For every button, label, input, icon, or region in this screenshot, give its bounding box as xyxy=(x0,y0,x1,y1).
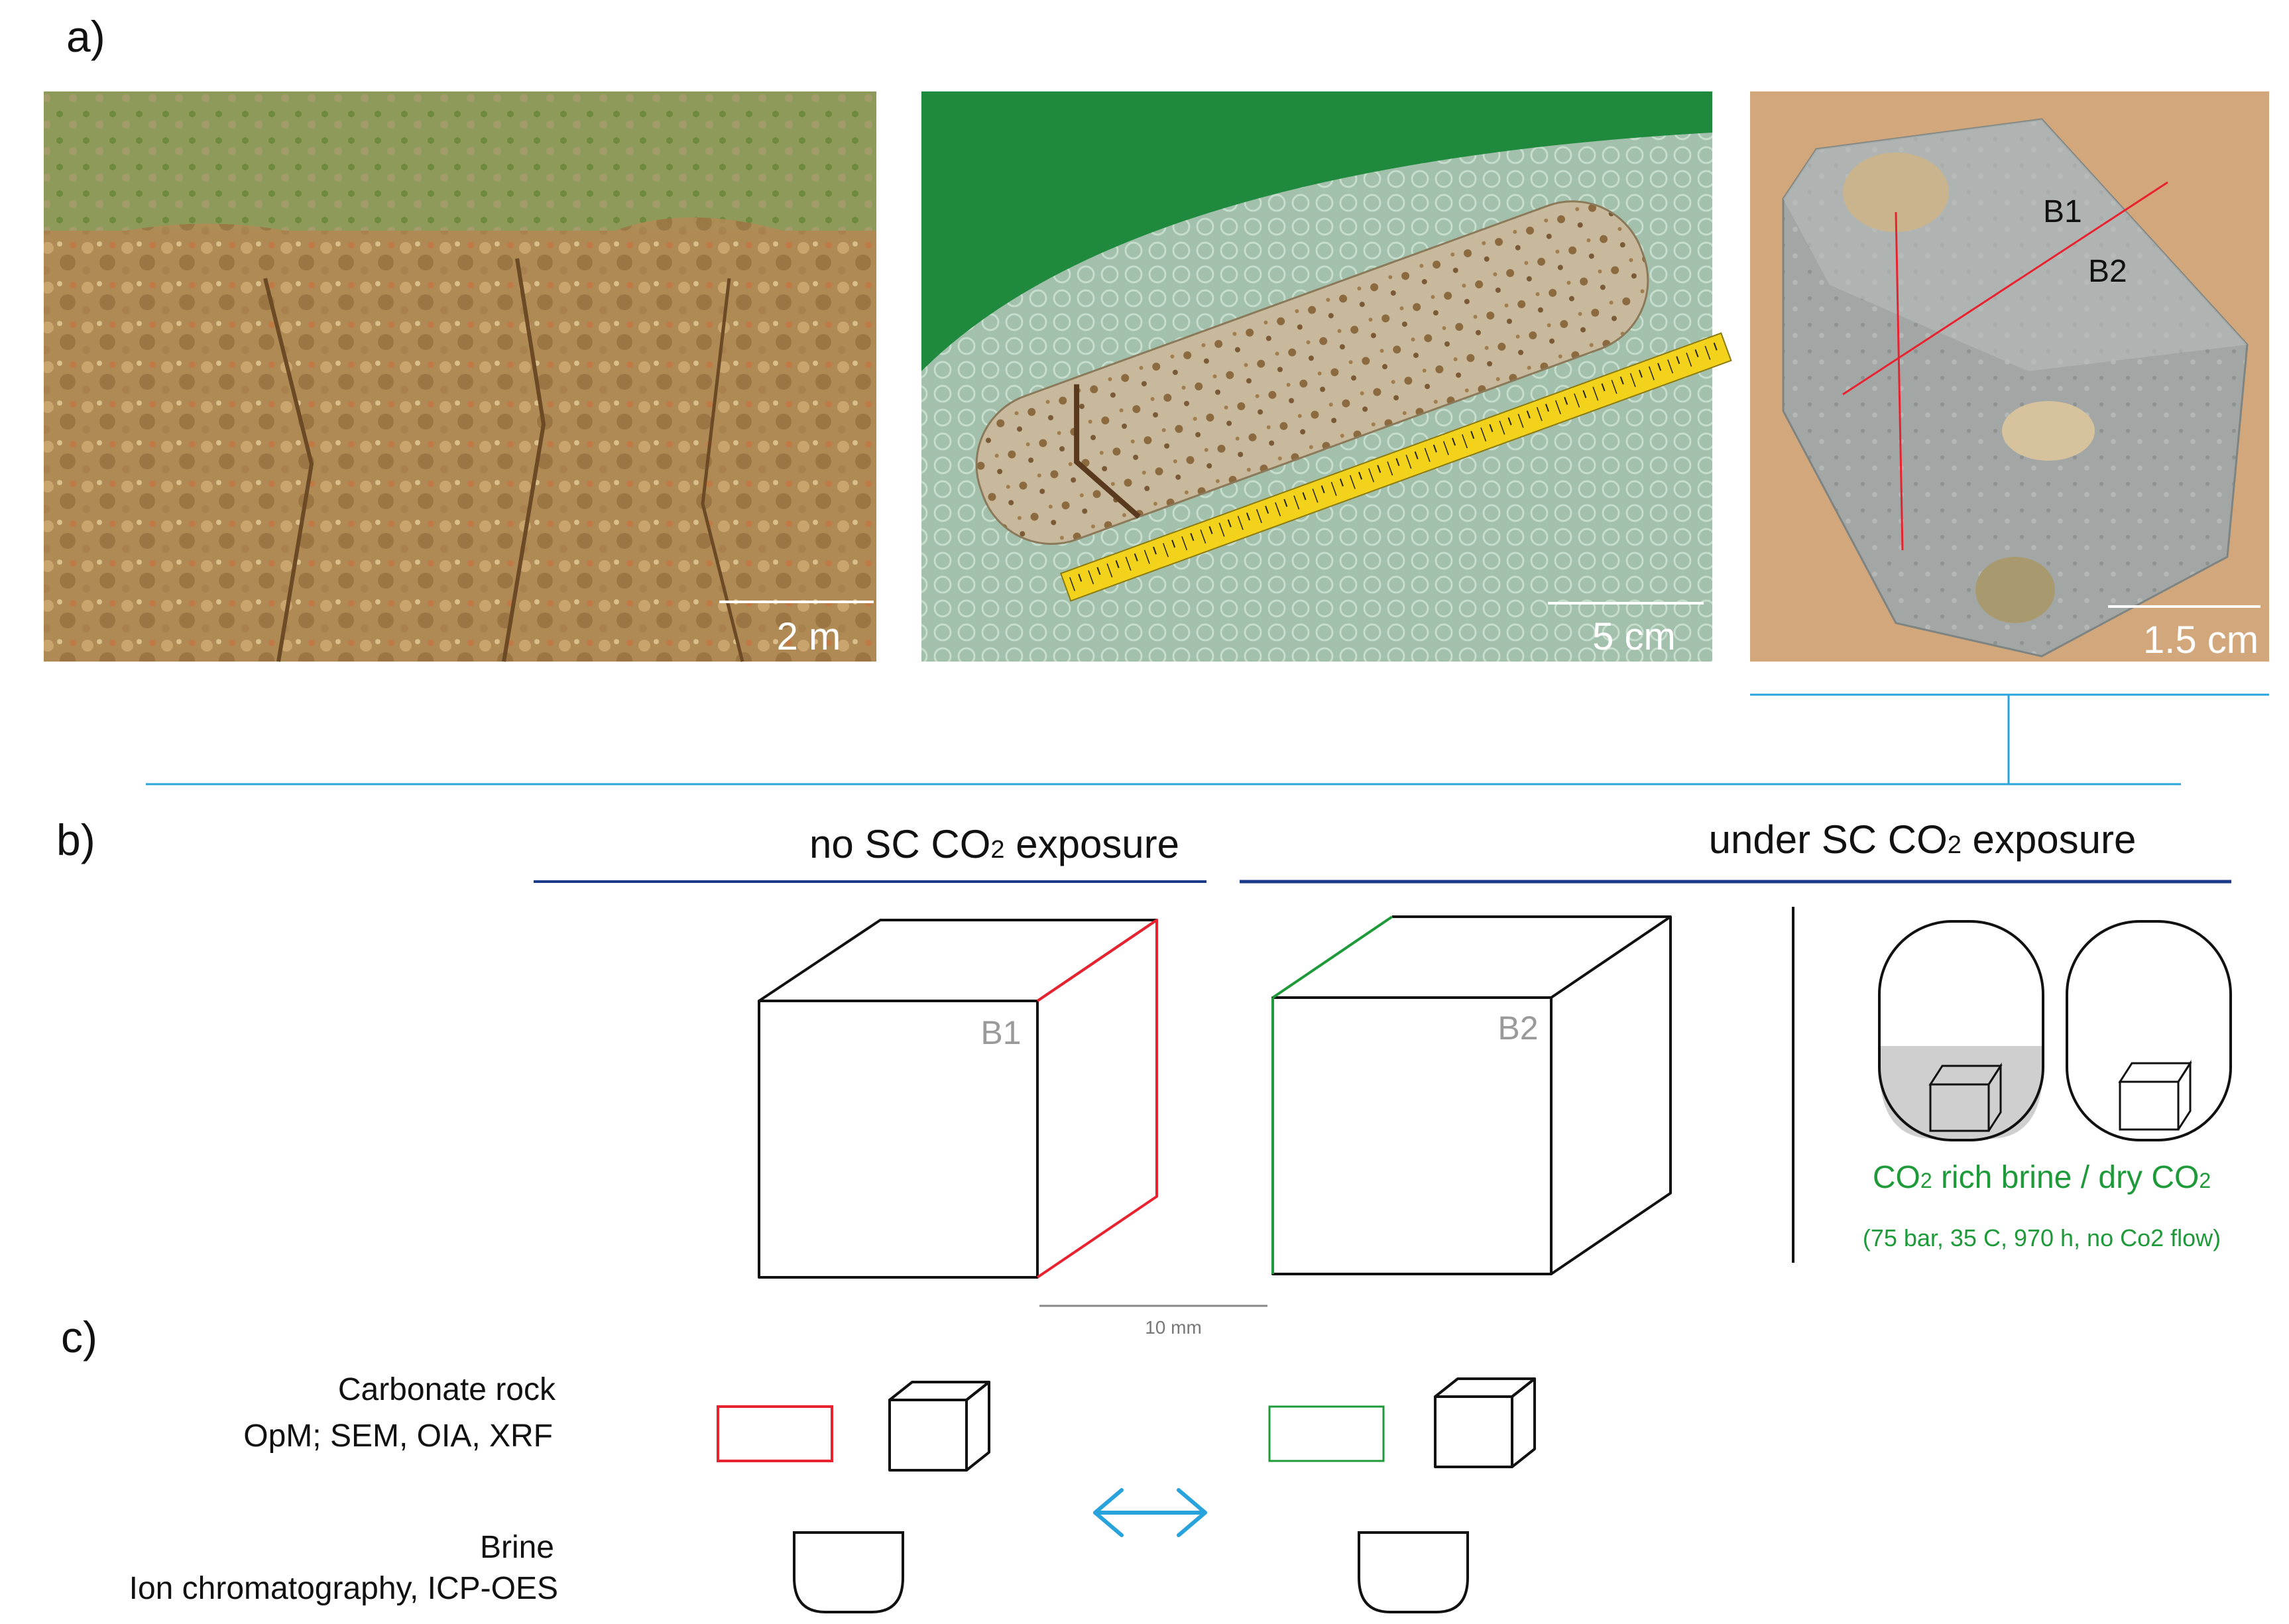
photo-block: B1 B2 1.5 cm xyxy=(1750,91,2269,662)
scale-label-block: 1.5 cm xyxy=(2143,618,2259,662)
rock-title: Carbonate rock xyxy=(338,1372,556,1407)
photo-outcrop: 2 m xyxy=(44,91,876,662)
small-cube-left xyxy=(888,1381,990,1472)
beaker-left xyxy=(793,1531,904,1613)
rock-methods: OpM; SEM, OIA, XRF xyxy=(243,1419,553,1454)
photo-core: 5 cm xyxy=(921,91,1732,662)
cube-b1-label: B1 xyxy=(980,1014,1021,1051)
vessel-caption: CO2 rich brine / dry CO2 xyxy=(1873,1160,2211,1195)
beaker-right xyxy=(1358,1531,1469,1613)
scale-label-core: 5 cm xyxy=(1592,615,1676,658)
vessel-brine xyxy=(1878,920,2044,1141)
panel-label-a: a) xyxy=(66,12,105,61)
vessel-dry xyxy=(2066,920,2232,1141)
scale-label-outcrop: 2 m xyxy=(777,615,841,658)
cube-b2: B2 xyxy=(1271,915,1672,1275)
panel-label-b: b) xyxy=(56,815,95,864)
small-cube-right xyxy=(1434,1377,1536,1468)
cube-b1: B1 xyxy=(758,919,1158,1279)
green-face-rect xyxy=(1268,1405,1385,1462)
scalebar-label: 10 mm xyxy=(1145,1317,1202,1338)
connector xyxy=(146,693,2269,785)
block-label-b1: B1 xyxy=(2043,194,2082,229)
block-label-b2: B2 xyxy=(2088,254,2127,289)
double-arrow xyxy=(1093,1488,1207,1537)
brine-methods: Ion chromatography, ICP-OES xyxy=(129,1571,558,1606)
heading-no-exposure: no SC CO2 exposure xyxy=(809,822,1179,866)
brine-title: Brine xyxy=(480,1530,554,1565)
cube-b2-label: B2 xyxy=(1497,1010,1538,1047)
heading-under-exposure: under SC CO2 exposure xyxy=(1709,817,2137,862)
conditions-text: (75 bar, 35 C, 970 h, no Co2 flow) xyxy=(1863,1224,2221,1251)
red-face-rect xyxy=(717,1405,833,1462)
panel-label-c: c) xyxy=(61,1312,97,1362)
